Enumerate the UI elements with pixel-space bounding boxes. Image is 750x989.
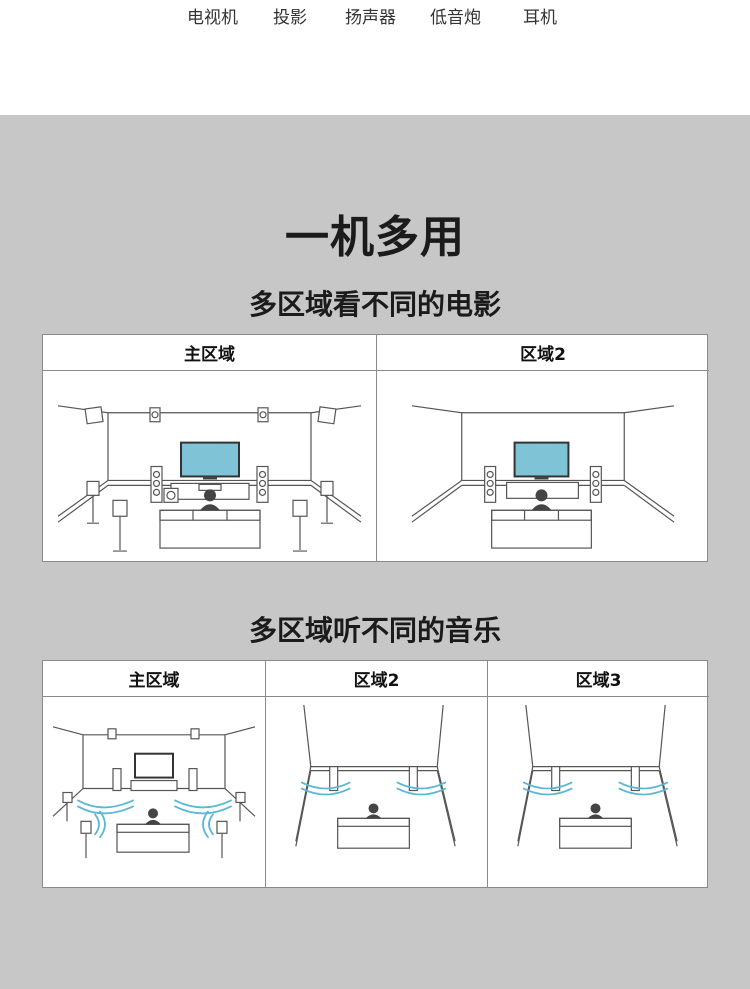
section-movies-title: 多区域看不同的电影 <box>248 288 501 321</box>
nav-item-tv[interactable]: 电视机 <box>187 8 238 28</box>
column-header: 主区域 <box>43 335 376 371</box>
nav-item-projector[interactable]: 投影 <box>273 8 307 28</box>
home-theater-illustration <box>43 371 376 561</box>
music-zones-table: 主区域 <box>42 660 709 888</box>
movie-zone-2: 区域2 <box>376 335 709 561</box>
main-title: 一机多用 <box>285 212 465 263</box>
music-zone2-illustration <box>266 697 487 887</box>
column-header: 区域2 <box>266 661 487 697</box>
music-zone-3: 区域3 <box>487 661 709 887</box>
feature-panel: 一机多用 多区域看不同的电影 主区域 <box>0 115 750 989</box>
movie-zone-main: 主区域 <box>43 335 376 561</box>
zone2-room-illustration <box>377 371 709 561</box>
section-music-title: 多区域听不同的音乐 <box>248 614 501 647</box>
nav-item-speaker[interactable]: 扬声器 <box>345 8 396 28</box>
top-nav: 电视机 投影 扬声器 低音炮 耳机 <box>0 0 750 115</box>
music-zone-2: 区域2 <box>265 661 487 887</box>
nav-item-subwoofer[interactable]: 低音炮 <box>430 8 481 28</box>
music-main-illustration <box>43 697 265 887</box>
column-header: 区域2 <box>377 335 709 371</box>
column-header: 主区域 <box>43 661 265 697</box>
nav-item-headphones[interactable]: 耳机 <box>523 8 557 28</box>
movie-zones-table: 主区域 <box>42 334 709 562</box>
music-zone3-illustration <box>488 697 709 887</box>
column-header: 区域3 <box>488 661 709 697</box>
music-zone-main: 主区域 <box>43 661 265 887</box>
